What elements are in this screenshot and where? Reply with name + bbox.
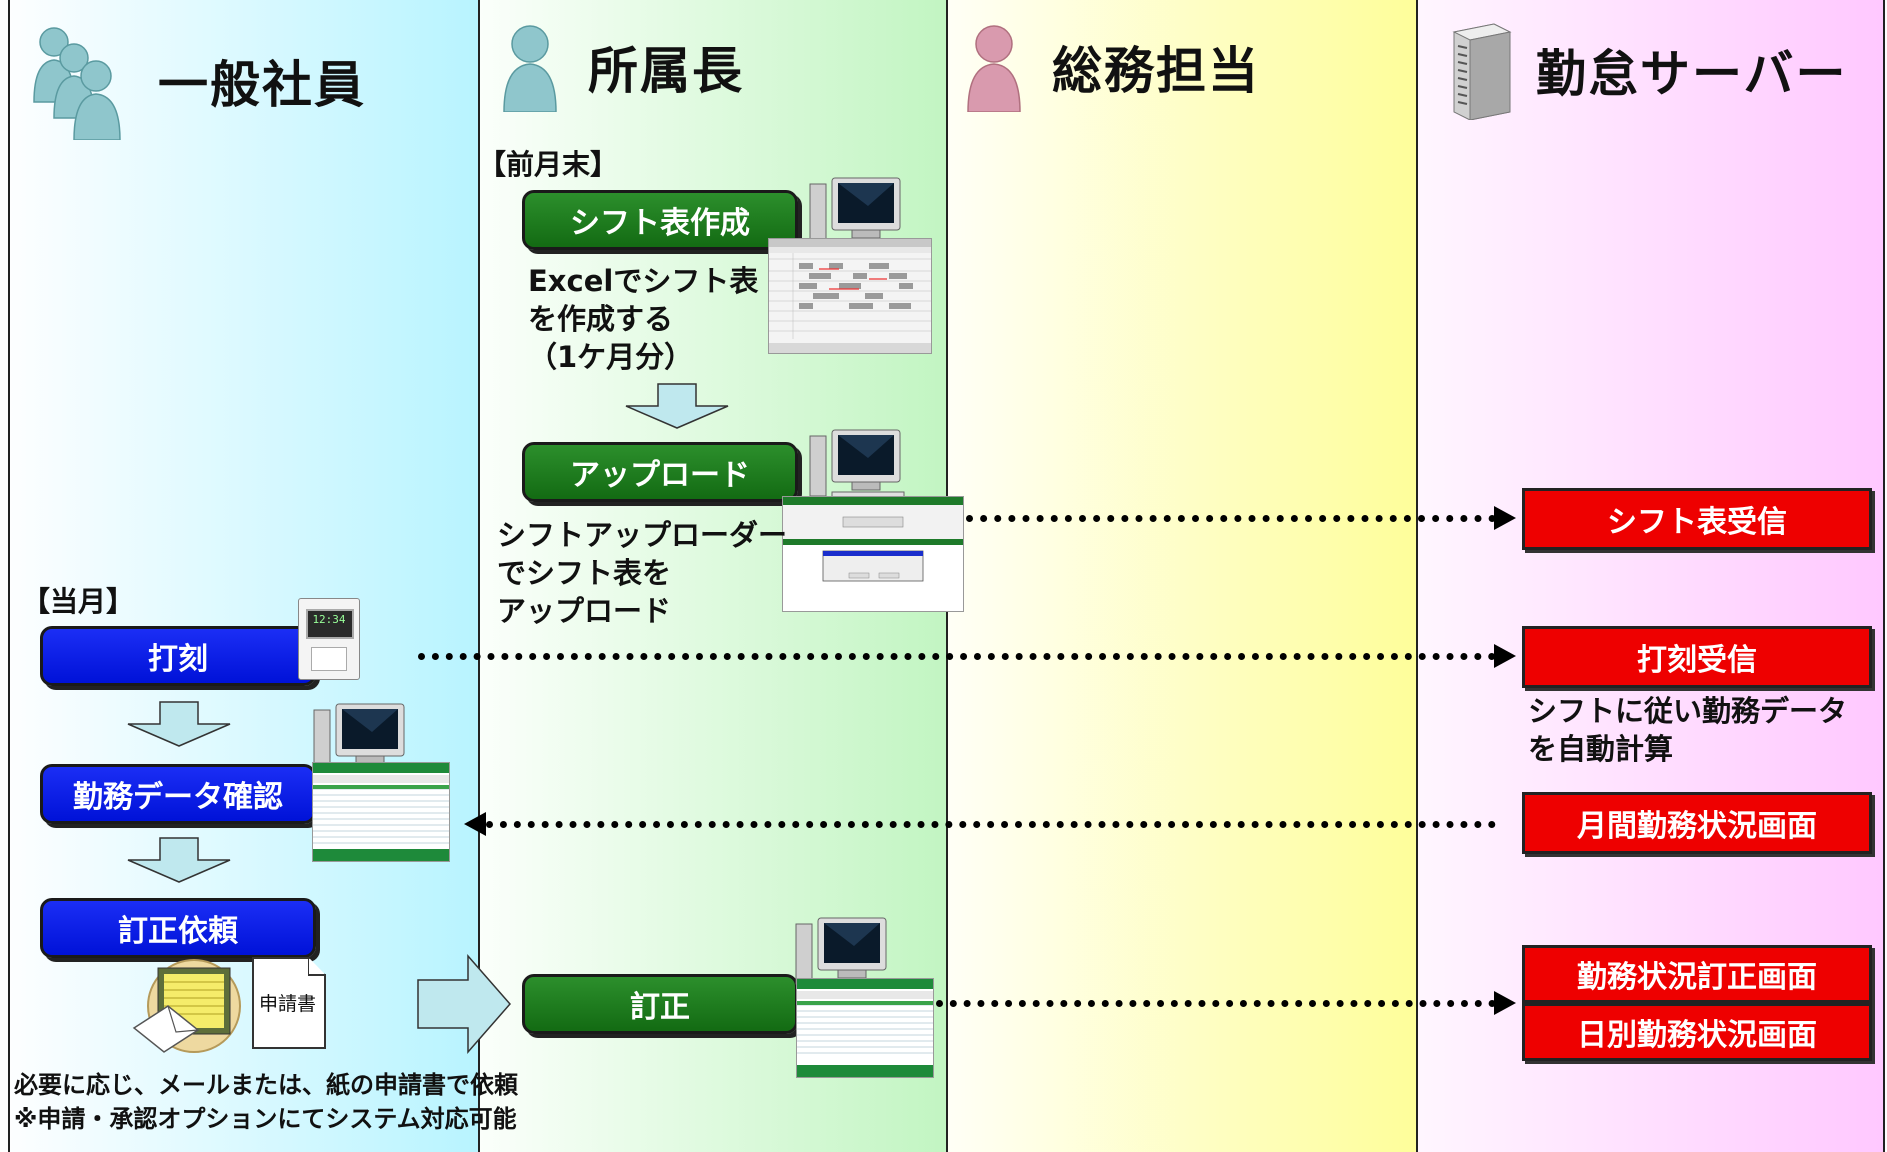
- timeclock-display: 12:34: [312, 613, 346, 626]
- arrow-correction-to-server: [936, 1000, 1496, 1007]
- uploader-screenshot: [782, 496, 964, 612]
- computer-icon: [809, 429, 905, 503]
- shift-desc-line-3: （1ケ月分）: [528, 340, 694, 374]
- paper-form-label: 申請書: [259, 993, 317, 1015]
- down-arrow-icon: [127, 701, 231, 747]
- group-person-icon: [33, 27, 121, 140]
- arrow-head-left: [464, 812, 486, 836]
- arrow-upload-to-server: [966, 515, 1496, 522]
- lane-header-manager: 所属長: [500, 22, 744, 112]
- lane-title-manager: 所属長: [588, 42, 744, 100]
- upload-desc-line-2: でシフト表を: [497, 556, 672, 590]
- arrow-server-to-employee: [486, 821, 1496, 828]
- lane-employee: [8, 0, 478, 1152]
- server-icon: [1452, 23, 1512, 120]
- person-icon: [503, 25, 557, 112]
- auto-calc-line-1: シフトに従い勤務データ: [1528, 694, 1848, 728]
- lane-header-employee: 一般社員: [32, 22, 366, 140]
- excel-shift-screenshot: [768, 238, 932, 354]
- request-note: 必要に応じ、メールまたは、紙の申請書で依頼 ※申請・承認オプションにてシステム対…: [14, 1068, 518, 1136]
- shift-desc-line-2: を作成する: [528, 302, 674, 336]
- monthly-status-screenshot: [312, 762, 450, 862]
- shift-create-description: Excelでシフト表 を作成する （1ケ月分）: [528, 262, 758, 376]
- correction-screenshot: [796, 978, 934, 1078]
- down-arrow-icon: [625, 383, 729, 429]
- arrow-stamp-to-server: [418, 653, 1496, 660]
- mail-icon: [132, 959, 241, 1053]
- auto-calc-description: シフトに従い勤務データ を自動計算: [1528, 692, 1847, 768]
- stamp-step: 打刻: [40, 626, 316, 686]
- lane-general-affairs: [946, 0, 1416, 1152]
- person-pink-icon: [967, 25, 1021, 112]
- correction-request-step: 訂正依頼: [40, 898, 316, 958]
- auto-calc-line-2: を自動計算: [1528, 732, 1674, 766]
- period-label-current-month: 【当月】: [22, 585, 135, 618]
- computer-icon: [313, 703, 409, 777]
- upload-desc-line-1: シフトアップローダー: [497, 518, 788, 552]
- paper-corner-fold: [308, 957, 326, 976]
- shift-desc-line-1: Excelでシフト表: [528, 264, 759, 298]
- check-data-step: 勤務データ確認: [40, 764, 316, 824]
- computer-icon: [809, 177, 905, 251]
- arrow-head-right: [1494, 506, 1516, 530]
- arrow-head-right: [1494, 991, 1516, 1015]
- correction-step: 訂正: [522, 974, 798, 1034]
- lane-header-server: 勤怠サーバー: [1444, 20, 1848, 120]
- paper-form-icon: 申請書: [252, 957, 326, 1049]
- request-note-line-2: ※申請・承認オプションにてシステム対応可能: [14, 1105, 517, 1133]
- lane-title-employee: 一般社員: [158, 56, 366, 114]
- upload-step: アップロード: [522, 442, 798, 502]
- upload-description: シフトアップローダー でシフト表を アップロード: [497, 516, 787, 630]
- right-arrow-icon: [417, 954, 511, 1054]
- daily-status-screen-box: 日別勤務状況画面: [1522, 1003, 1872, 1061]
- correction-screen-box: 勤務状況訂正画面: [1522, 945, 1872, 1003]
- shift-receive-box: シフト表受信: [1522, 488, 1872, 550]
- lane-title-server: 勤怠サーバー: [1536, 45, 1848, 103]
- lane-header-general-affairs: 総務担当: [964, 22, 1260, 112]
- upload-desc-line-3: アップロード: [497, 594, 672, 628]
- lane-title-general-affairs: 総務担当: [1052, 42, 1260, 100]
- monthly-status-screen-box: 月間勤務状況画面: [1522, 792, 1872, 854]
- arrow-head-right: [1494, 644, 1516, 668]
- period-label-previous-month: 【前月末】: [478, 148, 619, 181]
- shift-create-step: シフト表作成: [522, 190, 798, 250]
- down-arrow-icon: [127, 837, 231, 883]
- stamp-receive-box: 打刻受信: [1522, 626, 1872, 688]
- request-note-line-1: 必要に応じ、メールまたは、紙の申請書で依頼: [14, 1071, 518, 1099]
- timeclock-icon: 12:34: [298, 598, 360, 680]
